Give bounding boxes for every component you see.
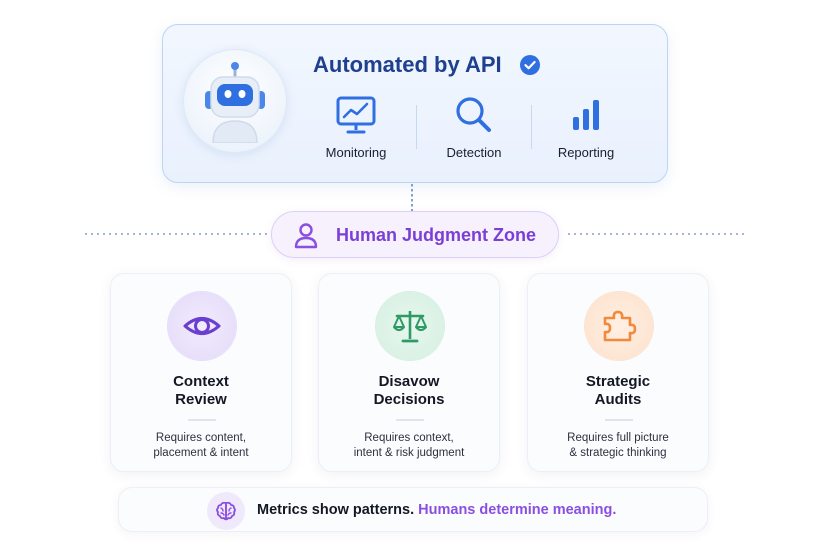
api-item-detection: Detection (419, 95, 529, 160)
card-title: Disavow Decisions (373, 373, 445, 408)
footer-text-accent: Humans determine meaning. (418, 502, 617, 518)
verified-check-icon (520, 55, 540, 75)
card-description: Requires context, intent & risk judgment (353, 432, 465, 459)
scales-icon (393, 311, 427, 343)
puzzle-icon (603, 310, 637, 342)
api-item-label: Detection (446, 145, 502, 160)
card-context-review: Context Review Requires content, placeme… (110, 273, 292, 472)
robot-avatar (183, 49, 287, 153)
card-strategic-audits: Strategic Audits Requires full picture &… (527, 273, 709, 472)
bar-chart-icon (573, 100, 599, 130)
divider (531, 105, 532, 149)
monitor-chart-icon (336, 96, 376, 134)
card-description: Requires content, placement & intent (153, 432, 249, 459)
person-icon (294, 223, 318, 249)
brain-icon (216, 501, 236, 521)
footer-text-main: Metrics show patterns. (257, 502, 415, 518)
dotted-line-left (83, 233, 268, 235)
card-separator (188, 419, 216, 421)
robot-icon (205, 62, 265, 143)
card-description: Requires full picture & strategic thinki… (567, 432, 669, 459)
api-item-monitoring: Monitoring (301, 95, 411, 160)
footer-banner: Metrics show patterns. Humans determine … (118, 487, 708, 532)
api-automation-panel: Automated by API Monitoring Detection Re… (162, 24, 668, 183)
zone-label: Human Judgment Zone (336, 225, 537, 245)
api-item-label: Reporting (557, 145, 615, 160)
footer-message: Metrics show patterns. Humans determine … (257, 502, 616, 518)
api-title: Automated by API (313, 52, 502, 77)
card-title: Strategic Audits (585, 373, 651, 408)
magnifier-icon (456, 97, 491, 132)
card-icon-circle (168, 292, 236, 360)
human-judgment-zone: Human Judgment Zone (271, 211, 559, 258)
vertical-connector (411, 184, 413, 211)
card-title: Context Review (173, 373, 229, 408)
api-item-reporting: Reporting (531, 95, 641, 160)
eye-icon (183, 317, 221, 335)
brain-icon-circle (207, 492, 245, 530)
card-icon-circle (376, 292, 444, 360)
api-item-label: Monitoring (325, 145, 387, 160)
divider (416, 105, 417, 149)
dotted-line-right (566, 233, 748, 235)
card-disavow-decisions: Disavow Decisions Requires context, inte… (318, 273, 500, 472)
card-separator (396, 419, 424, 421)
card-separator (605, 419, 633, 421)
card-icon-circle (585, 292, 653, 360)
